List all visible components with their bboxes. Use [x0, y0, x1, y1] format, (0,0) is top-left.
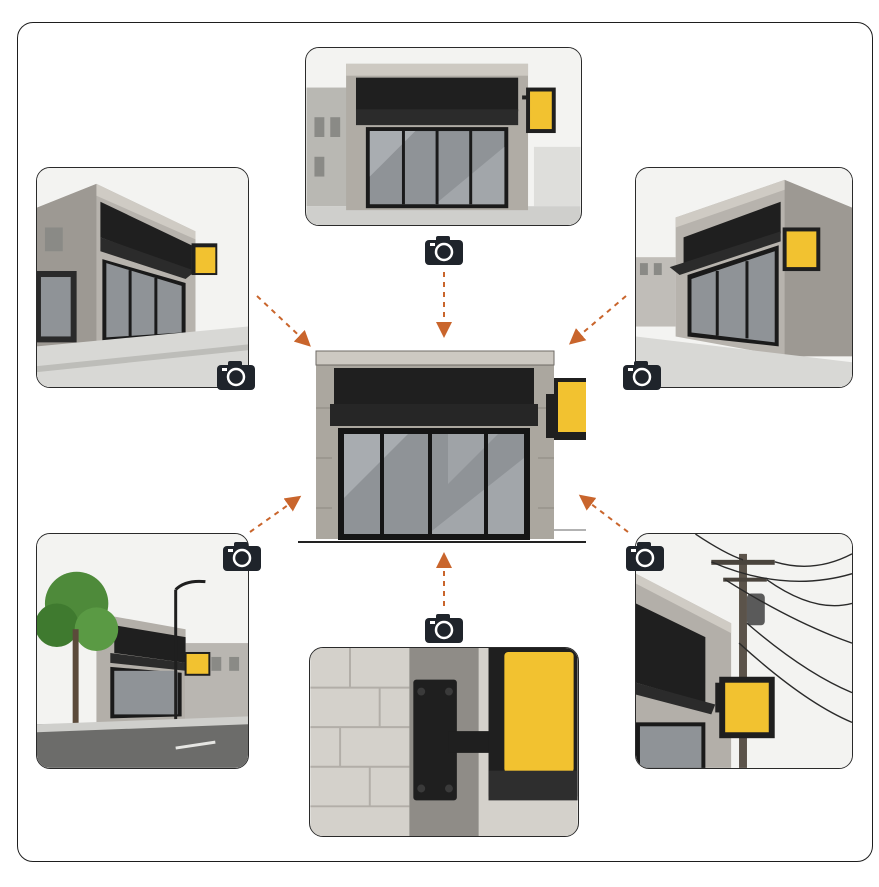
view-front-street: [305, 47, 582, 226]
view-three-quarter-left: [36, 167, 249, 388]
view-sign-bracket-closeup: [309, 647, 579, 837]
view-utility-pole: [635, 533, 853, 769]
camera-icon: [625, 540, 665, 572]
storefront-front-elevation: [298, 348, 586, 546]
camera-icon: [622, 359, 662, 391]
view-street-tree-lamp: [36, 533, 249, 769]
camera-icon: [424, 234, 464, 266]
view-three-quarter-right: [635, 167, 853, 388]
camera-icon: [424, 612, 464, 644]
camera-icon: [216, 359, 256, 391]
camera-icon: [222, 540, 262, 572]
